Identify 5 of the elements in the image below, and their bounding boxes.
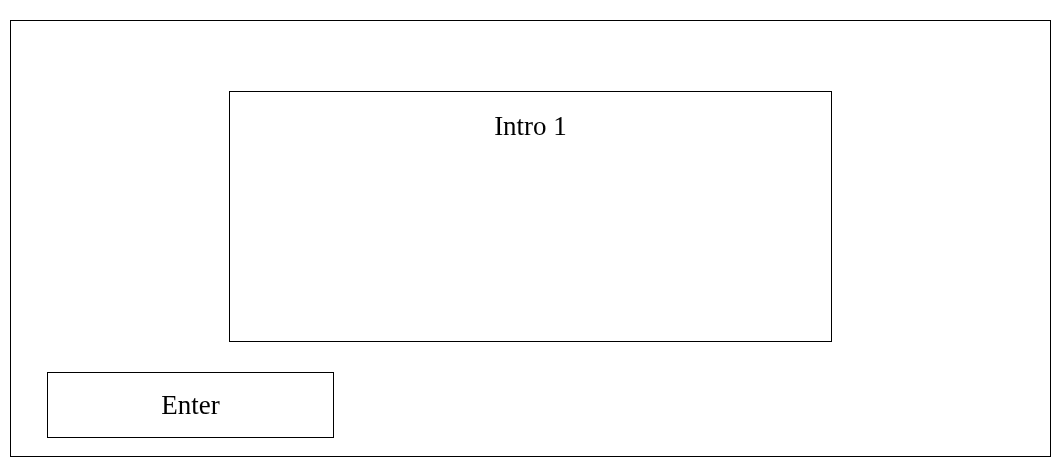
panel-box bbox=[229, 91, 832, 342]
button-label: Enter bbox=[160, 388, 221, 422]
enter-box bbox=[47, 372, 334, 438]
panel-title: Intro 1 bbox=[493, 110, 568, 143]
frame-box bbox=[10, 20, 1051, 457]
